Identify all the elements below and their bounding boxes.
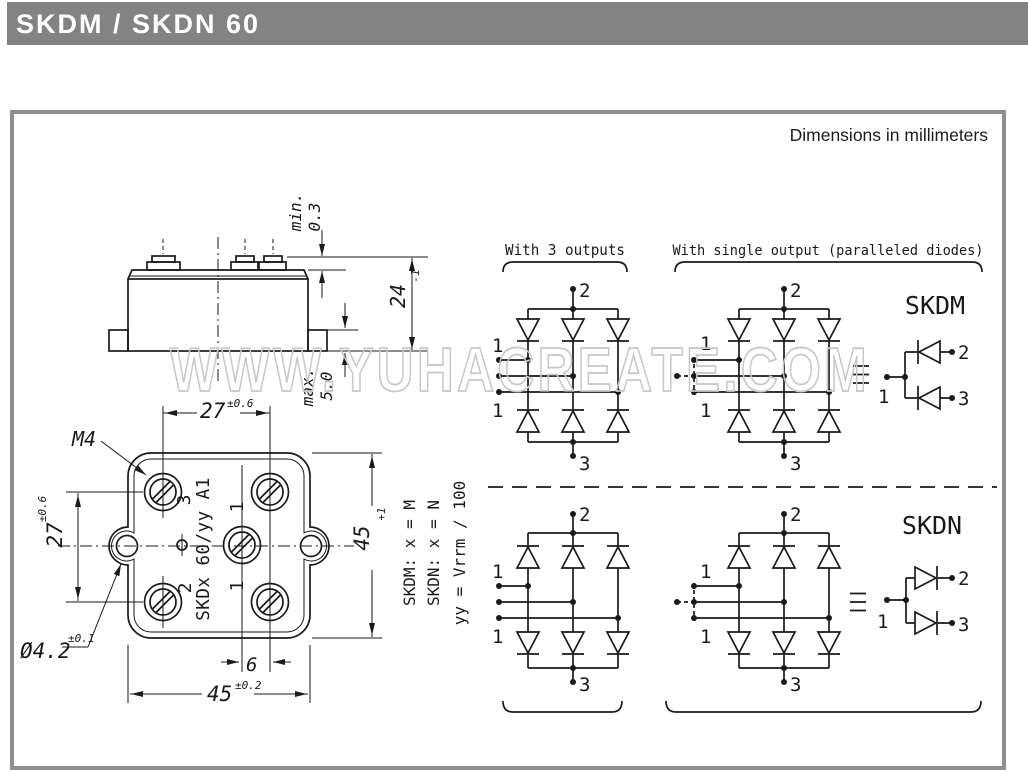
dim-pitch-left-tol: ±0.6 bbox=[36, 495, 49, 522]
pin3-label: 3 bbox=[579, 674, 590, 696]
bridge-skdn-single: 2 3 1 1 bbox=[665, 504, 982, 713]
dim-hole: Ø4.2 ±0.1 bbox=[20, 563, 122, 663]
dim-pitch-left-value: 27 bbox=[43, 522, 67, 548]
pin1-label: 1 bbox=[492, 335, 503, 357]
pin1-label: 1 bbox=[700, 400, 711, 422]
dim-height-24: 24 -1 bbox=[386, 258, 422, 350]
dim-max-label: max. bbox=[298, 368, 317, 408]
module-outline bbox=[108, 452, 330, 639]
dim-min-value: 0.3 bbox=[305, 203, 324, 232]
page-title: SKDM / SKDN 60 bbox=[16, 9, 261, 39]
dim-min-03: min. 0.3 bbox=[286, 193, 325, 298]
three-outputs-bracket bbox=[502, 261, 628, 273]
circuit-diagrams: With 3 outputs With single output (paral… bbox=[400, 241, 997, 713]
skdn-3out-bottom-bracket bbox=[502, 700, 623, 713]
module-inner-contour bbox=[111, 458, 327, 633]
pin3-label: 3 bbox=[790, 453, 801, 475]
technical-drawing: Dimensions in millimeters min. bbox=[20, 125, 997, 713]
dim-height-tol: -1 bbox=[409, 269, 422, 282]
type-legend: SKDM: x = M SKDN: x = N yy = Vrrm / 100 bbox=[400, 481, 469, 626]
dim-pitch-top-value: 27 bbox=[200, 399, 226, 423]
legend-skdn: SKDN: x = N bbox=[424, 500, 443, 606]
hole-label: Ø4.2 bbox=[20, 639, 71, 663]
dim-pitch-top-tol: ±0.6 bbox=[227, 397, 254, 410]
pin2-label: 2 bbox=[790, 504, 801, 526]
dim-pitch-top: 27 ±0.6 bbox=[163, 397, 270, 423]
pin1-label: 1 bbox=[492, 561, 503, 583]
skdm-equivalent: SKDM 2 3 1 bbox=[853, 291, 969, 411]
hole-tol: ±0.1 bbox=[68, 632, 95, 645]
skdn-label: SKDN bbox=[902, 511, 962, 540]
pin3-label: 3 bbox=[958, 614, 969, 636]
dim-thread: M4 bbox=[71, 427, 147, 476]
dim-height-right: 45 +1 bbox=[350, 454, 388, 637]
module-pin-tr: 1 bbox=[227, 502, 248, 513]
content-box bbox=[10, 110, 1006, 770]
pin1-label: 1 bbox=[492, 400, 503, 422]
width-tol: ±0.2 bbox=[235, 679, 262, 692]
dim-max-50: max. 5.0 bbox=[298, 303, 348, 408]
pin2-label: 2 bbox=[579, 280, 590, 302]
dim-max-value: 5.0 bbox=[317, 372, 336, 401]
width-value: 45 bbox=[207, 682, 232, 706]
module-marking: SKDx 60/yy A1 bbox=[194, 477, 214, 620]
dim-offset: 6 bbox=[221, 654, 291, 676]
three-outputs-title: With 3 outputs bbox=[505, 241, 625, 259]
datasheet-page: { "colors": { "header_bg": "#838383", "b… bbox=[7, 2, 1028, 770]
side-view: min. 0.3 24 -1 max. 5.0 bbox=[108, 193, 428, 408]
skdm-label: SKDM bbox=[905, 291, 965, 320]
dim-width: 45 ±0.2 bbox=[130, 679, 308, 706]
dimensions-note: Dimensions in millimeters bbox=[790, 125, 989, 145]
pin1-label: 1 bbox=[877, 611, 888, 633]
single-output-bottom-bracket bbox=[665, 700, 982, 713]
legend-vrrm: yy = Vrrm / 100 bbox=[450, 481, 469, 626]
pin2-label: 2 bbox=[958, 342, 969, 364]
dim-height-value: 24 bbox=[386, 284, 410, 308]
pin1-label: 1 bbox=[492, 626, 503, 648]
header-bar: SKDM / SKDN 60 bbox=[7, 2, 1028, 45]
screw-top-left bbox=[143, 465, 183, 519]
pin2-label: 2 bbox=[579, 504, 590, 526]
thread-label: M4 bbox=[71, 427, 96, 451]
height-right-tol: +1 bbox=[375, 507, 388, 520]
offset-value: 6 bbox=[246, 654, 257, 676]
terminal-bumps bbox=[146, 255, 287, 271]
module-pin-br: 1 bbox=[227, 581, 248, 592]
equivalence-icon bbox=[853, 365, 869, 384]
pin3-label: 3 bbox=[579, 453, 590, 475]
mounting-hole-left bbox=[115, 534, 139, 558]
dim-min-label: min. bbox=[286, 193, 305, 233]
single-output-bracket bbox=[674, 261, 983, 273]
pin3-label: 3 bbox=[958, 388, 969, 410]
watermark-text: WWW.YUHACREATE.COM bbox=[170, 336, 870, 405]
height-right-value: 45 bbox=[350, 525, 374, 550]
legend-skdm: SKDM: x = M bbox=[400, 500, 419, 606]
module-pin-bl: 2 bbox=[175, 583, 196, 594]
pin1-label: 1 bbox=[878, 386, 889, 408]
pin3-label: 3 bbox=[790, 674, 801, 696]
module-pin-tl: 3 bbox=[174, 495, 195, 506]
skdn-equivalent: SKDN 2 3 1 bbox=[850, 511, 969, 636]
equivalence-icon bbox=[850, 592, 866, 612]
pin1-label: 1 bbox=[700, 561, 711, 583]
pin1-label: 1 bbox=[700, 626, 711, 648]
pin2-label: 2 bbox=[958, 568, 969, 590]
dim-pitch-left: 27 ±0.6 bbox=[36, 493, 81, 601]
bridge-skdn-3out: 2 3 1 1 bbox=[492, 504, 630, 713]
bridge-skdm-single: 2 3 1 1 bbox=[674, 280, 841, 475]
pin2-label: 2 bbox=[790, 280, 801, 302]
top-view: 27 ±0.6 27 ±0.6 M4 Ø4.2 ±0.1 6 bbox=[20, 397, 388, 706]
single-output-title: With single output (paralleled diodes) bbox=[673, 243, 984, 259]
bridge-skdm-3out: 2 3 1 1 bbox=[492, 280, 630, 475]
pin1-label: 1 bbox=[700, 333, 711, 355]
